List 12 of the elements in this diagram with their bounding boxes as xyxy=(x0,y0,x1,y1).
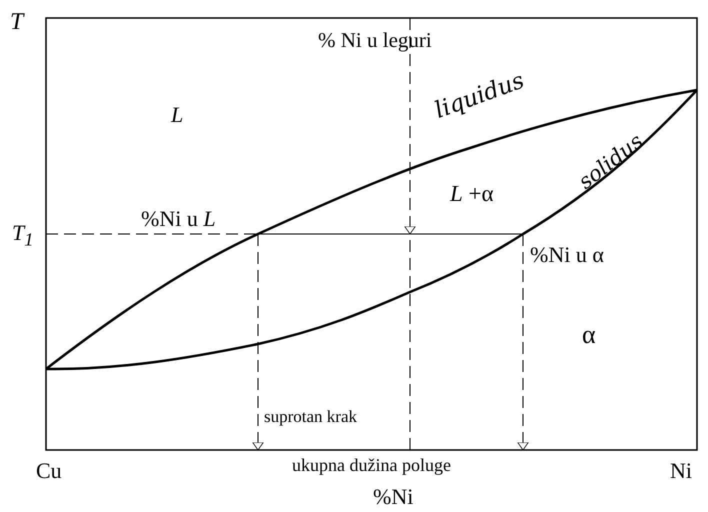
axis-label: Ni xyxy=(670,460,692,482)
annotation: suprotan krak xyxy=(264,408,358,425)
axis-title: %Ni xyxy=(373,486,414,508)
axis-label: T xyxy=(10,10,24,34)
phase-label: L xyxy=(171,104,184,126)
annotation: ukupna dužina poluge xyxy=(292,456,451,474)
phase-label: α xyxy=(582,322,596,348)
phase-label: L +α xyxy=(450,182,494,205)
annotation: %Ni u α xyxy=(530,244,604,266)
annotation: %Ni u L xyxy=(141,208,216,230)
axis-label: Cu xyxy=(36,460,62,482)
axis-label: T$_{1}$ xyxy=(12,222,34,249)
